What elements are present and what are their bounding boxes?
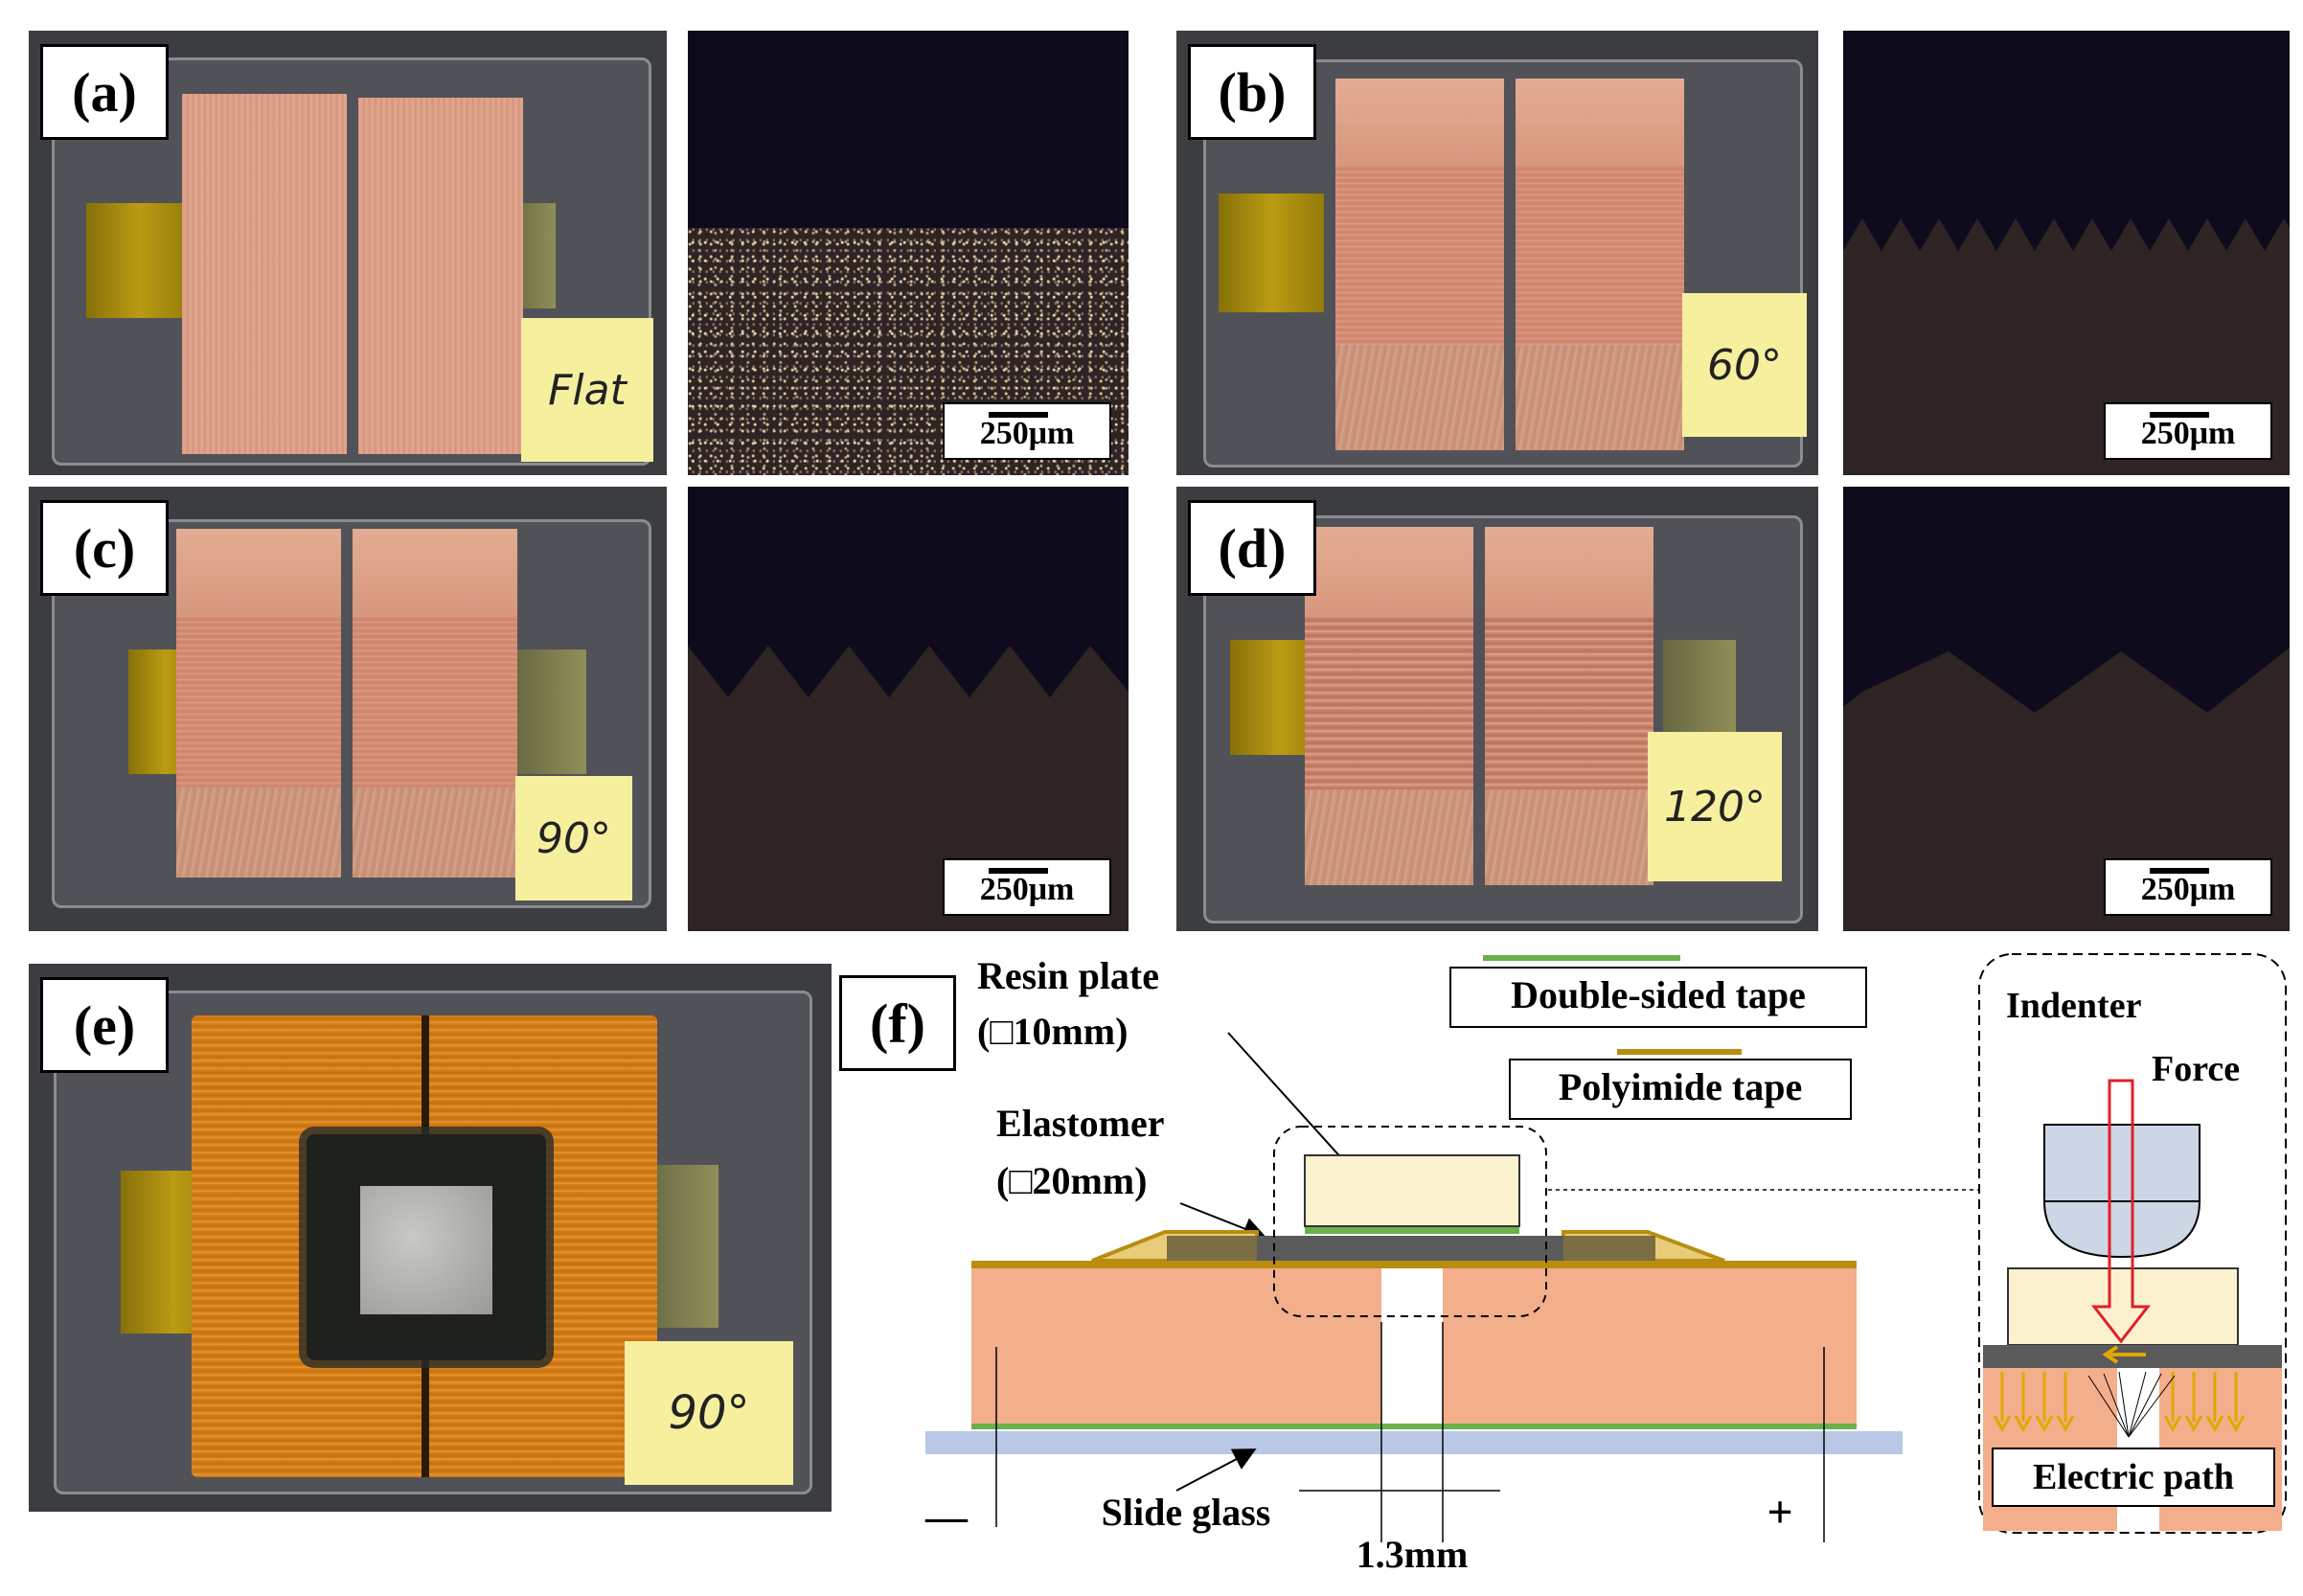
copper-electrode-left-top: [1335, 79, 1504, 167]
copper-electrode-right-bottom: [1516, 345, 1684, 450]
panel-label-c: (c): [40, 500, 169, 596]
copper-electrode-left-bottom: [1335, 345, 1504, 450]
panel-label-d: (d): [1188, 500, 1316, 596]
copper-electrode-right-bottom: [1485, 789, 1653, 885]
slide-glass-rect: [925, 1431, 1903, 1454]
copper-electrode-right-grooved: [353, 617, 517, 787]
sticky-note: 60°: [1682, 293, 1807, 437]
inset-resin: [2007, 1267, 2239, 1346]
resin-plate-rect: [1304, 1154, 1520, 1227]
panel-d-micrograph: 250μm: [1843, 487, 2290, 931]
copper-electrode-right-top: [353, 529, 517, 617]
sticky-note-text: 120°: [1664, 782, 1766, 832]
panel-b-micrograph: 250μm: [1843, 31, 2290, 475]
copper-electrode-left-bottom: [1305, 789, 1473, 885]
double-tape-bottom: [971, 1424, 1857, 1429]
scale-label: 250μm: [979, 416, 1075, 451]
copper-electrode-left: [971, 1268, 1381, 1427]
sticky-note: 90°: [625, 1341, 793, 1485]
inset-frame: [1978, 953, 2287, 1534]
kapton-tape: [1663, 640, 1736, 745]
slide-glass-label: Slide glass: [1102, 1491, 1271, 1534]
copper-electrode-left: [182, 94, 347, 454]
gap-dimension-label: 1.3mm: [1357, 1533, 1469, 1576]
panel-d-photo: 120° (d): [1176, 487, 1818, 931]
copper-electrode-right: [1443, 1268, 1857, 1427]
panel-c-micrograph: 250μm: [688, 487, 1129, 931]
sticky-note-text: 90°: [536, 813, 611, 863]
indenter-shape: [2043, 1124, 2200, 1259]
resin-plate-label: Resin plate: [977, 954, 1159, 997]
copper-electrode-right-bottom: [353, 787, 517, 878]
force-arrow: [2090, 1079, 2152, 1344]
scale-label: 250μm: [2140, 872, 2236, 907]
panel-label-e: (e): [40, 977, 169, 1073]
scale-label: 250μm: [2140, 416, 2236, 451]
panel-e-photo: 90° (e): [29, 964, 832, 1512]
current-arrows: [1993, 1372, 2246, 1433]
inset-elastomer: [1983, 1345, 2282, 1368]
force-label: Force: [2152, 1049, 2240, 1089]
kapton-tape: [86, 203, 192, 318]
kapton-tape: [512, 650, 586, 774]
sticky-note: 90°: [515, 776, 632, 901]
indenter-label: Indenter: [2006, 986, 2142, 1026]
copper-electrode-right-grooved: [1516, 167, 1684, 345]
elastomer-rect: [1257, 1236, 1563, 1261]
lateral-current-arrow: [2102, 1345, 2146, 1364]
panel-a-photo: Flat (a): [29, 31, 667, 475]
sticky-note-text: 90°: [668, 1386, 750, 1440]
elastomer-label: Elastomer: [996, 1102, 1165, 1145]
legend-polyimide-label: Polyimide tape: [1559, 1065, 1802, 1108]
panel-b-photo: 60° (b): [1176, 31, 1818, 475]
panel-label-a: (a): [40, 44, 169, 140]
electric-path-label: Electric path: [2033, 1457, 2234, 1497]
double-tape-resin: [1305, 1226, 1519, 1234]
panel-a-micrograph: 250μm: [688, 31, 1129, 475]
field-lines: [2087, 1371, 2176, 1438]
resin-plate-size: (□10mm): [977, 1010, 1128, 1053]
copper-electrode-right: [358, 98, 523, 454]
polyimide-tape-left-ramp: [1091, 1230, 1259, 1263]
legend-box-double-tape: [1449, 967, 1867, 1028]
sticky-note: Flat: [521, 318, 653, 462]
scale-bar: 250μm: [943, 858, 1111, 916]
copper-electrode-right-top: [1516, 79, 1684, 167]
scale-bar: 250μm: [943, 402, 1111, 460]
negative-terminal: —: [924, 1493, 969, 1540]
legend-double-tape-label: Double-sided tape: [1511, 973, 1806, 1016]
zoom-region: [1273, 1126, 1547, 1317]
panel-label-f: (f): [839, 975, 956, 1071]
legend-box-polyimide: [1509, 1059, 1852, 1120]
inset-copper-left: [1983, 1368, 2117, 1531]
electric-path-box: [1992, 1448, 2275, 1507]
panel-c-photo: 90° (c): [29, 487, 667, 931]
sticky-note: 120°: [1648, 732, 1782, 881]
elastomer-size: (□20mm): [996, 1159, 1147, 1202]
copper-electrode-left-grooved: [176, 617, 341, 787]
inset-copper-right: [2159, 1368, 2282, 1531]
kapton-tape: [1219, 194, 1324, 312]
copper-electrode-left-grooved: [1335, 167, 1504, 345]
copper-electrode-left-top: [176, 529, 341, 617]
scale-bar: 250μm: [2104, 402, 2272, 460]
copper-electrode-right-top: [1485, 527, 1653, 617]
resin-plate: [360, 1186, 492, 1314]
polyimide-under-left: [1167, 1236, 1259, 1261]
sticky-note-text: Flat: [548, 365, 627, 415]
positive-terminal: +: [1767, 1487, 1792, 1538]
copper-electrode-left-top: [1305, 527, 1473, 617]
copper-electrode-right-grooved: [1485, 617, 1653, 789]
panel-label-b: (b): [1188, 44, 1316, 140]
copper-electrode-left-grooved: [1305, 617, 1473, 789]
scale-bar: 250μm: [2104, 858, 2272, 916]
polyimide-tape-right-ramp: [1562, 1230, 1725, 1263]
polyimide-under-right: [1563, 1236, 1655, 1261]
copper-electrode-left-bottom: [176, 787, 341, 878]
polyimide-tape-top: [971, 1261, 1857, 1268]
sticky-note-text: 60°: [1707, 340, 1782, 390]
scale-label: 250μm: [979, 872, 1075, 907]
